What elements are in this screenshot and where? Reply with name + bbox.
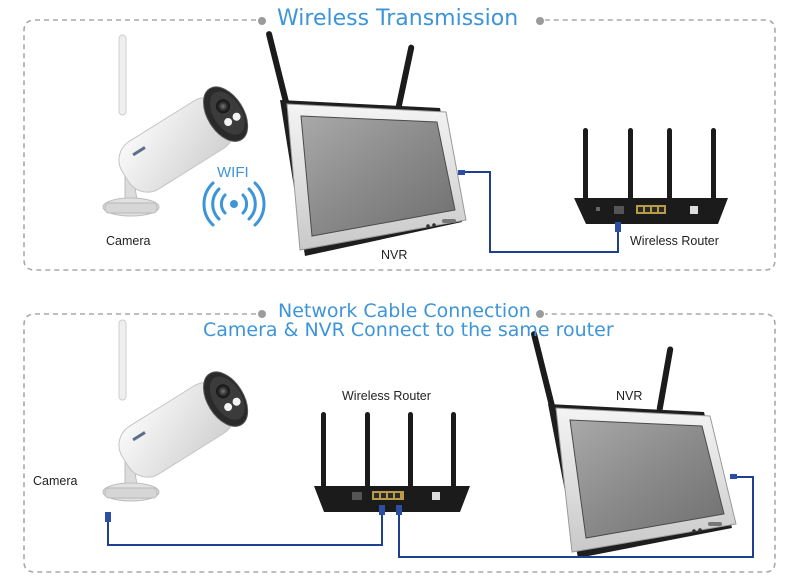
camera-label: Camera	[106, 234, 151, 248]
section1-title: Wireless Transmission	[277, 6, 519, 31]
antenna-icon	[365, 412, 370, 488]
camera-label: Camera	[33, 474, 78, 488]
nvr-monitor-icon	[266, 31, 467, 256]
antenna-icon	[583, 128, 588, 200]
wifi-signal-icon	[202, 181, 266, 227]
title-bullet-left	[258, 17, 266, 25]
camera-icon	[102, 319, 249, 502]
title-bullet-right	[536, 17, 544, 25]
section2-title: Network Cable Connection	[278, 300, 531, 322]
antenna-icon	[266, 31, 290, 109]
antenna-icon	[451, 412, 456, 488]
router-label: Wireless Router	[630, 234, 719, 248]
title-bullet-right	[536, 310, 544, 318]
router-icon	[574, 128, 728, 224]
nvr-label: NVR	[381, 248, 408, 262]
router-icon	[314, 412, 470, 512]
wifi-label: WIFI	[217, 164, 249, 181]
section2-subtitle: Camera & NVR Connect to the same router	[203, 319, 614, 341]
antenna-icon	[321, 412, 326, 488]
nvr-label: NVR	[616, 389, 643, 403]
nvr-monitor-icon	[531, 331, 737, 558]
antenna-icon	[667, 128, 672, 200]
antenna-icon	[711, 128, 716, 200]
router-label: Wireless Router	[342, 389, 431, 403]
camera-icon	[102, 34, 249, 217]
antenna-icon	[628, 128, 633, 200]
antenna-icon	[531, 331, 555, 409]
section2-panel	[23, 310, 776, 573]
network-cable	[105, 476, 754, 558]
antenna-icon	[408, 412, 413, 488]
network-cable	[465, 171, 621, 253]
antenna-icon	[656, 346, 674, 412]
title-bullet-left	[258, 310, 266, 318]
antenna-icon	[395, 44, 415, 110]
section1-panel	[23, 17, 776, 271]
